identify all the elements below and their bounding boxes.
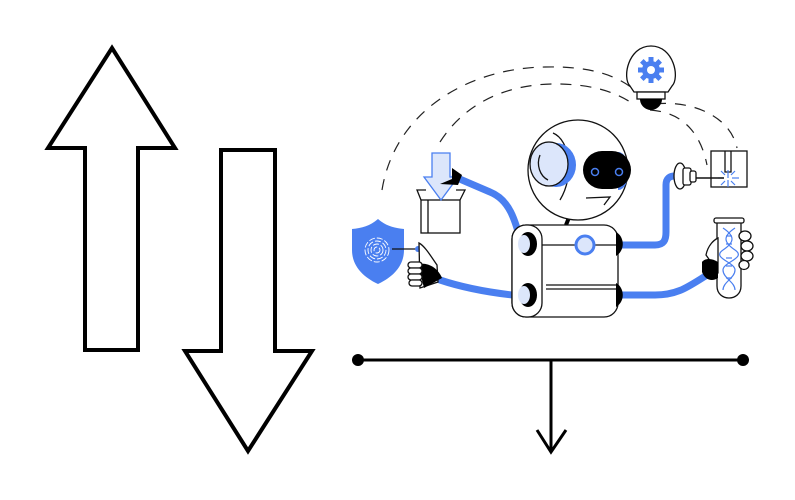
splitter-arrowhead — [535, 429, 568, 455]
fingerprint-icon — [364, 237, 390, 263]
lightbulb-gear-icon — [626, 45, 676, 110]
dashed-connection-arcs — [381, 66, 738, 191]
robot-chest-light — [574, 234, 596, 256]
robot-eye-right — [614, 167, 624, 177]
splitter-endpoint-right — [737, 354, 749, 366]
robot-ear — [529, 141, 569, 187]
laser-sensor-icon — [673, 150, 748, 190]
up-arrow — [44, 44, 179, 352]
box-download-icon — [416, 152, 467, 234]
robot-head — [527, 119, 631, 226]
robot-eye-left — [590, 167, 600, 177]
splitter — [352, 354, 749, 455]
gear-icon — [638, 57, 664, 83]
robot-visor — [583, 151, 631, 189]
robot-hand-right — [738, 230, 754, 271]
splitter-endpoint-left — [352, 354, 364, 366]
robot-hand-left — [407, 241, 442, 289]
robot-body — [511, 224, 623, 318]
down-arrow — [181, 148, 316, 455]
dna-test-tube-icon — [702, 217, 754, 299]
